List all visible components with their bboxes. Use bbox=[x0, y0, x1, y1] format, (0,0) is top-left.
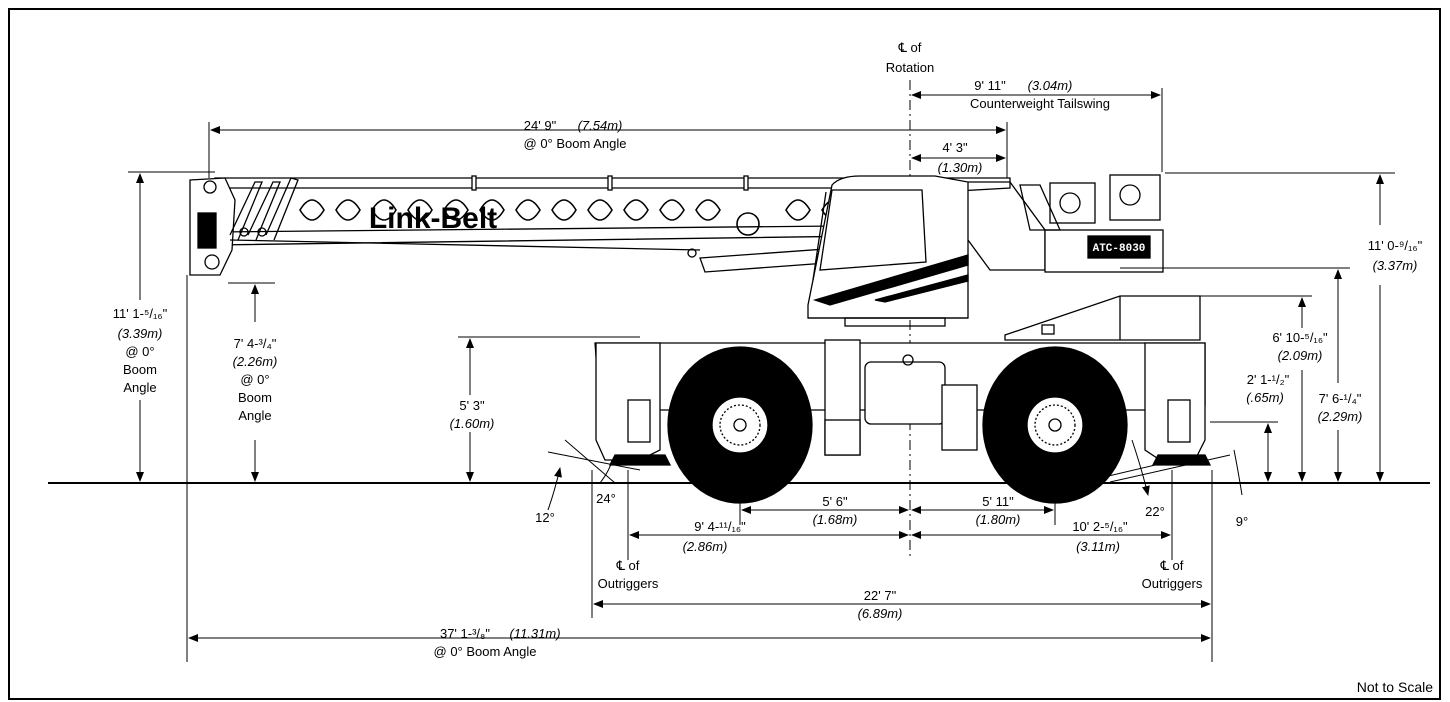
angle-12: 12° bbox=[535, 510, 555, 525]
angle-22: 22° bbox=[1145, 504, 1165, 519]
boom-bottom-l5: Angle bbox=[238, 408, 271, 423]
drawing-border bbox=[8, 8, 1441, 700]
rear-outrigger-imp: 10' 2-⁵/₁₆" bbox=[1072, 519, 1128, 534]
ground-clear-met: (.65m) bbox=[1246, 390, 1284, 405]
overall-length-imp: 37' 1-³/₈" bbox=[440, 626, 490, 641]
deck-height-imp: 5' 3" bbox=[459, 398, 485, 413]
carrier-top-met: (2.29m) bbox=[1318, 409, 1363, 424]
front-wheel-met: (1.68m) bbox=[813, 512, 858, 527]
cw-bottom-met: (2.09m) bbox=[1278, 348, 1323, 363]
angle-9: 9° bbox=[1236, 514, 1248, 529]
overall-height-met: (3.39m) bbox=[118, 326, 163, 341]
outrigger-span-met: (6.89m) bbox=[858, 606, 903, 621]
boom-bottom-l4: Boom bbox=[238, 390, 272, 405]
overall-height-l5: Angle bbox=[123, 380, 156, 395]
boom-length-imp: 24' 9" bbox=[524, 118, 557, 133]
pivot-met: (1.30m) bbox=[938, 160, 983, 175]
outriggers-left-1: ℄ of bbox=[616, 558, 640, 573]
carrier-top-imp: 7' 6-¹/₄" bbox=[1319, 391, 1362, 406]
cw-bottom-imp: 6' 10-⁵/₁₆" bbox=[1272, 330, 1328, 345]
cab-height-met: (3.37m) bbox=[1373, 258, 1418, 273]
angle-24: 24° bbox=[596, 491, 616, 506]
overall-length-label: @ 0° Boom Angle bbox=[434, 644, 537, 659]
labels: ℄ of Rotation 9' 11" (3.04m) Counterweig… bbox=[113, 40, 1433, 695]
crane-illustration bbox=[189, 174, 1212, 504]
boom-length-label: @ 0° Boom Angle bbox=[524, 136, 627, 151]
tailswing-met: (3.04m) bbox=[1028, 78, 1073, 93]
rear-outrigger-met: (3.11m) bbox=[1076, 539, 1120, 554]
boom-bottom-met: (2.26m) bbox=[233, 354, 278, 369]
front-wheel-imp: 5' 6" bbox=[822, 494, 848, 509]
deck-height-met: (1.60m) bbox=[450, 416, 495, 431]
boom-logo: Link-Belt bbox=[369, 202, 497, 235]
cab-height-imp: 11' 0-⁹/₁₆" bbox=[1368, 238, 1423, 253]
not-to-scale-note: Not to Scale bbox=[1357, 679, 1433, 695]
tailswing-label: Counterweight Tailswing bbox=[970, 96, 1110, 111]
dimension-lines bbox=[128, 88, 1395, 662]
outriggers-left-2: Outriggers bbox=[598, 576, 659, 591]
outrigger-span-imp: 22' 7" bbox=[864, 588, 897, 603]
rotation-label-2: Rotation bbox=[886, 60, 934, 75]
front-tire bbox=[667, 346, 813, 504]
pivot-imp: 4' 3" bbox=[942, 140, 968, 155]
boom-bottom-imp: 7' 4-³/₄" bbox=[234, 336, 277, 351]
boom-length-met: (7.54m) bbox=[578, 118, 623, 133]
outriggers-right-1: ℄ of bbox=[1160, 558, 1184, 573]
front-outrigger-met: (2.86m) bbox=[683, 539, 728, 554]
outriggers-right-2: Outriggers bbox=[1142, 576, 1203, 591]
overall-height-l3: @ 0° bbox=[125, 344, 154, 359]
model-plate: ATC-8030 bbox=[1093, 243, 1146, 255]
front-outrigger-imp: 9' 4-¹¹/₁₆" bbox=[694, 519, 746, 534]
rear-tire bbox=[982, 346, 1128, 504]
rotation-label-1: ℄ of bbox=[898, 40, 922, 55]
ground-clear-imp: 2' 1-¹/₂" bbox=[1247, 372, 1290, 387]
overall-height-l4: Boom bbox=[123, 362, 157, 377]
tailswing-imp: 9' 11" bbox=[974, 78, 1006, 93]
overall-length-met: (11.31m) bbox=[509, 626, 560, 641]
rear-wheel-met: (1.80m) bbox=[976, 512, 1021, 527]
boom-bottom-l3: @ 0° bbox=[240, 372, 269, 387]
rear-wheel-imp: 5' 11" bbox=[982, 494, 1014, 509]
overall-height-imp: 11' 1-⁵/₁₆" bbox=[113, 306, 168, 321]
